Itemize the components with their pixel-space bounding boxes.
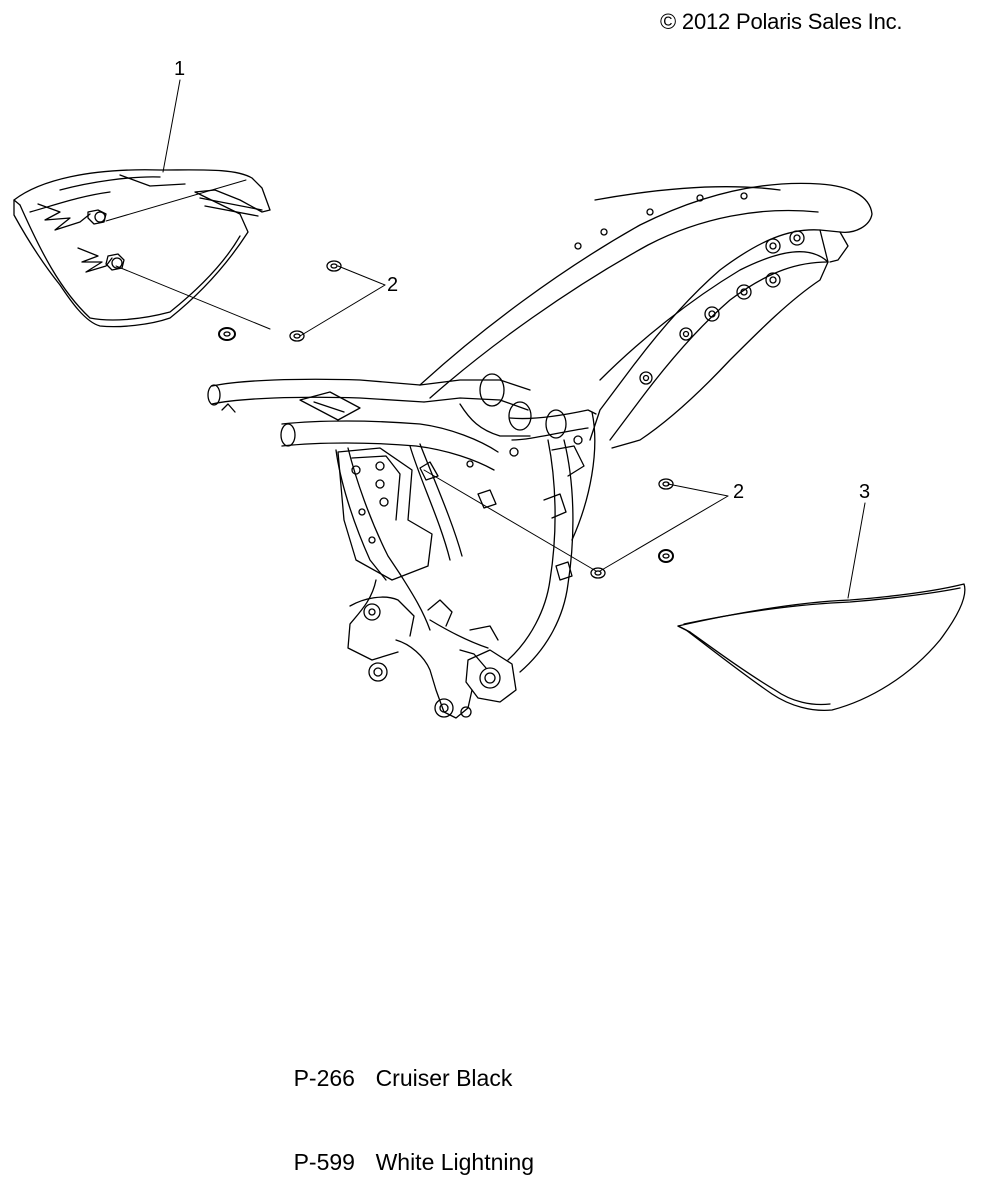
grommet — [218, 327, 236, 341]
grommet — [289, 330, 305, 342]
legend-row: P-599 White Lightning — [268, 1120, 535, 1204]
grommet — [658, 478, 674, 490]
part-1-side-cover — [13, 169, 271, 328]
callout-2-upper: 2 — [387, 274, 398, 296]
legend-code: P-266 — [293, 1065, 355, 1091]
exploded-parts-diagram: 1 2 2 3 — [13, 58, 966, 719]
part-1-upper-stud — [37, 203, 107, 231]
callout-2-lower: 2 — [733, 481, 744, 503]
grommet — [658, 549, 674, 563]
frame-holes — [574, 192, 805, 385]
grommet-group-upper — [218, 260, 342, 342]
callout-3: 3 — [859, 481, 870, 503]
grommet-group-lower — [590, 478, 674, 579]
legend-row: P-266 Cruiser Black — [268, 1036, 534, 1120]
copyright-notice: © 2012 Polaris Sales Inc. — [660, 9, 903, 34]
legend-color-name: White Lightning — [375, 1149, 535, 1175]
legend-code: P-599 — [293, 1149, 355, 1175]
grommet — [326, 260, 342, 272]
part-1-lower-stud — [77, 247, 125, 273]
motorcycle-frame — [207, 182, 873, 719]
legend-color-name: Cruiser Black — [375, 1065, 513, 1091]
grommet — [590, 567, 606, 579]
part-3-side-cover — [677, 583, 966, 712]
leader-lines — [105, 79, 866, 599]
color-legend: P-266 Cruiser Black P-599 White Lightning — [268, 1036, 535, 1204]
callout-1: 1 — [174, 58, 185, 80]
